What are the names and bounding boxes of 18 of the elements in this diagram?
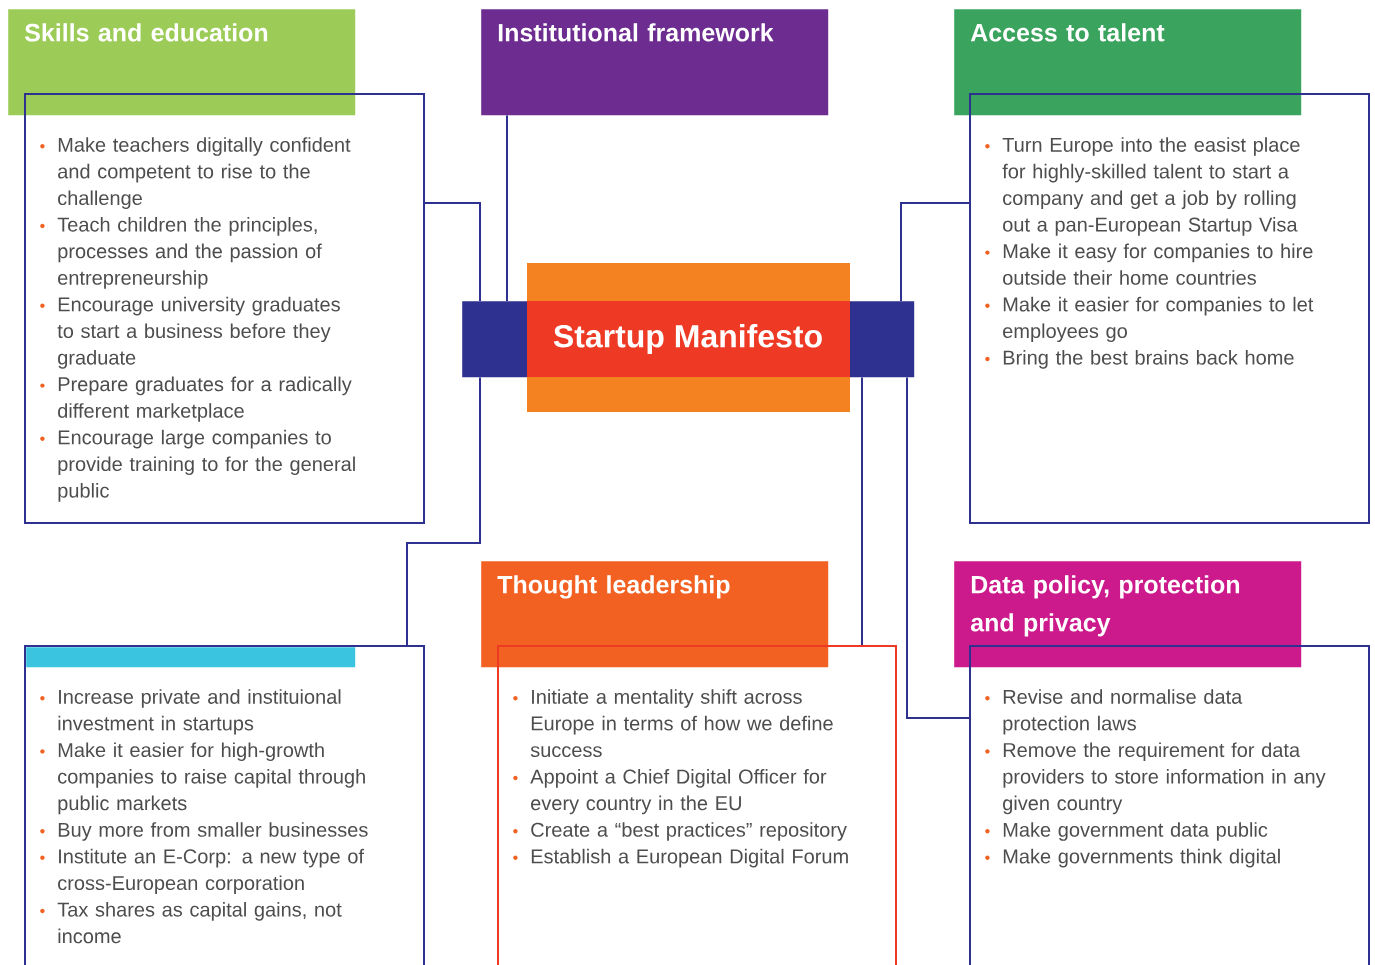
heading-box: Institutional framework [481, 9, 829, 116]
bullet-panel: Revise and normalise data protection laws Remove the requirement for data providers to store information in any given country Make government data public Make governments think digital [969, 645, 1370, 965]
bullet-panel: Initiate a mentality shift across Europe in terms of how we define success Appoint a Chief Digital Officer for every country in the EU Create a “best practices” repository Establish a European Digital Forum [497, 645, 897, 965]
heading-box: Thought leadership [481, 561, 829, 668]
heading-box: Data policy, protection and privacy [954, 561, 1302, 668]
connector-line [900, 202, 970, 302]
connector-line [861, 376, 863, 646]
heading-box: Access to talent [954, 9, 1302, 116]
bullet-panel: Increase private and instituional investment in startups Make it easier for high-growth companies to raise capital through public markets Buy more from smaller businesses Institute an E-Corp: a new type of cross-European corporation Tax shares as capital gains, not income [24, 645, 425, 965]
connector-line [506, 114, 508, 302]
bullet-panel: Turn Europe into the easist place for highly-skilled talent to start a company and get a job by rolling out a pan-European Startup Visa Make it easy for companies to hire outside their home countries Make it easier for companies to let employees go Bring the best brains back home [969, 93, 1370, 524]
header-bar [26, 647, 356, 668]
connector-line [406, 376, 481, 646]
connector-line [424, 202, 481, 302]
heading-box: Skills and education [8, 9, 356, 116]
bullet-panel: Make teachers digitally confident and competent to rise to the challenge Teach children the principles, processes and the passion of entrepreneurship Encourage university graduates to start a business before they graduate Prepare graduates for a radically different marketplace Encourage large companies to provide training to for the general public [24, 93, 425, 524]
title-banner: Startup Manifesto [462, 263, 915, 412]
connector-line [906, 376, 970, 719]
